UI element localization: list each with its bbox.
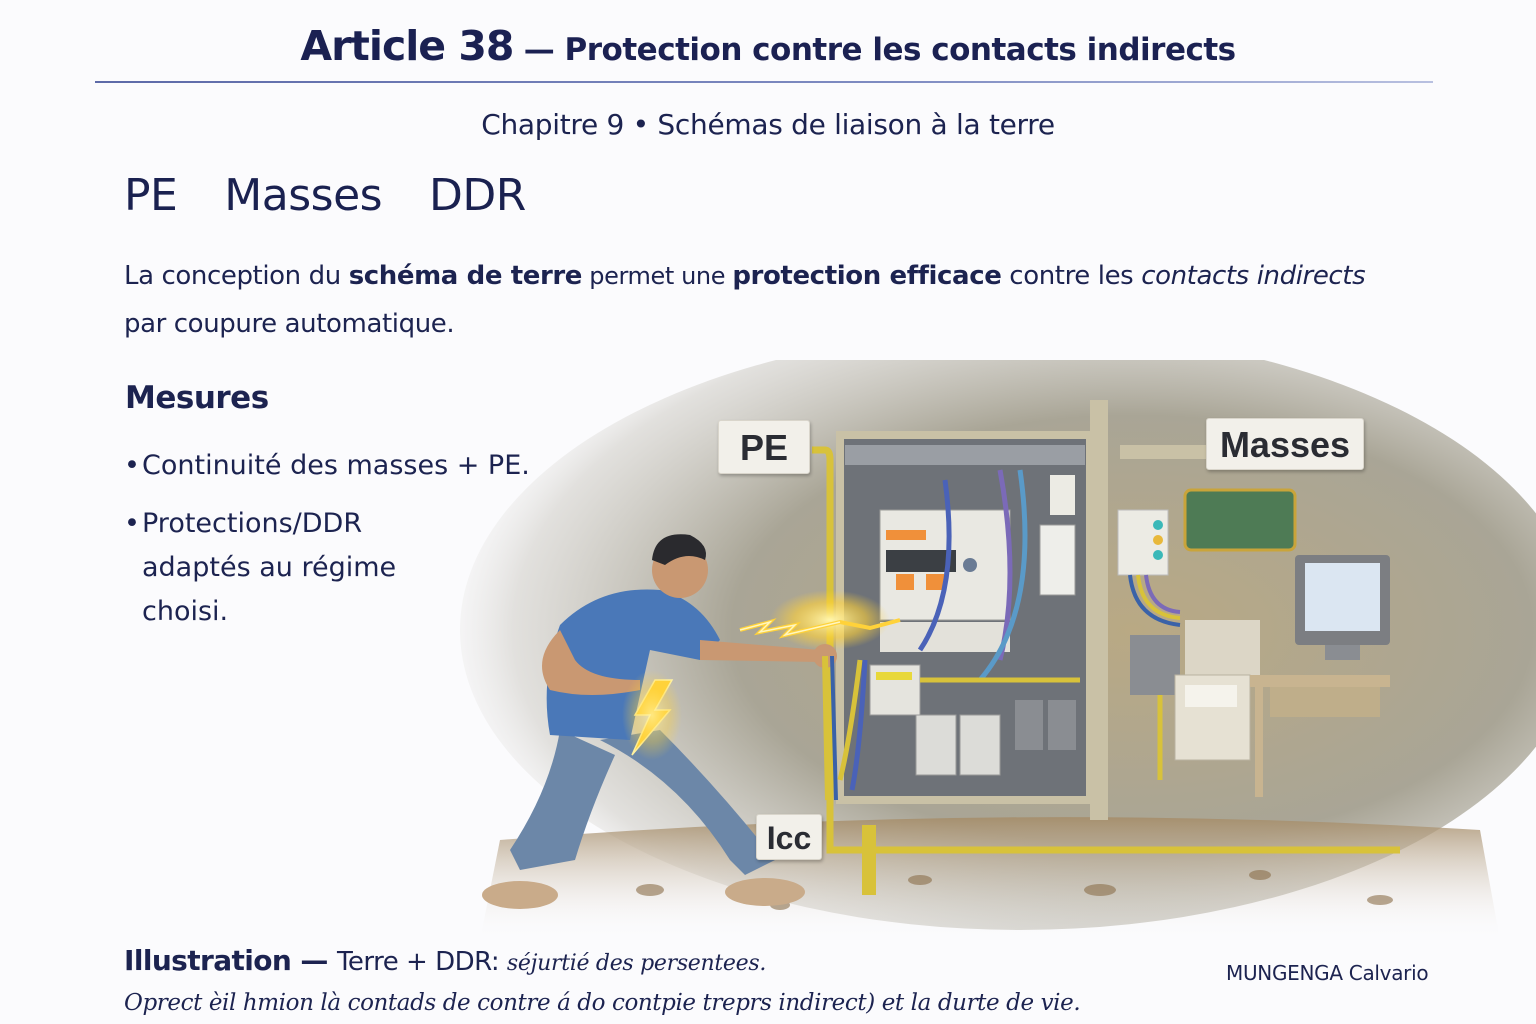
chapter-subtitle: Chapitre 9 • Schémas de liaison à la ter… [481, 108, 1055, 141]
label-pe: PE [718, 420, 810, 474]
mesures-heading: Mesures [125, 380, 269, 416]
list-item: •Protections/DDR adaptés au régime chois… [124, 502, 414, 634]
page-title: Article 38 — Protection contre les conta… [0, 22, 1536, 70]
intro-text: La conception du [124, 261, 349, 291]
title-divider [95, 81, 1433, 83]
intro-text: permet une [582, 262, 733, 290]
title-dash: — [513, 32, 565, 68]
list-item: •Continuité des masses + PE. [124, 444, 544, 488]
intro-emphasis-schema: schéma de terre [348, 261, 583, 291]
caption-title: Illustration — [124, 944, 337, 977]
article-subject: Protection contre les contacts indirects [564, 32, 1237, 68]
mesures-list: •Continuité des masses + PE. •Protection… [124, 444, 544, 648]
worker-figure [482, 534, 838, 909]
caption-subject: Terre + DDR: [336, 947, 507, 977]
article-number: Article 38 [300, 22, 514, 70]
bullet-icon: • [124, 450, 140, 481]
bullet-icon: • [124, 508, 140, 539]
intro-emphasis-contacts: contacts indirects [1141, 261, 1366, 291]
keywords-heading: PE Masses DDR [124, 170, 526, 221]
intro-text: contre les [1001, 261, 1142, 291]
illustration-canvas [460, 330, 1536, 940]
illustration-caption: Illustration — Terre + DDR: séjurtié des… [124, 944, 766, 977]
caption-detail: séjurtié des persentees. [506, 951, 767, 976]
label-icc: Icc [756, 814, 822, 860]
list-item-text: Protections/DDR adaptés au régime choisi… [142, 508, 397, 627]
intro-paragraph: La conception du schéma de terre permet … [124, 252, 1454, 348]
intro-text: par coupure automatique. [124, 309, 455, 339]
label-masses: Masses [1206, 418, 1364, 470]
intro-emphasis-protection: protection efficace [732, 261, 1002, 291]
illustration-earthing-ddr [400, 330, 1536, 940]
footnote: Oprect èil hmion là contads de contre á … [124, 990, 1081, 1016]
author-credit: MUNGENGA Calvario [1226, 961, 1429, 985]
list-item-text: Continuité des masses + PE. [142, 450, 530, 481]
